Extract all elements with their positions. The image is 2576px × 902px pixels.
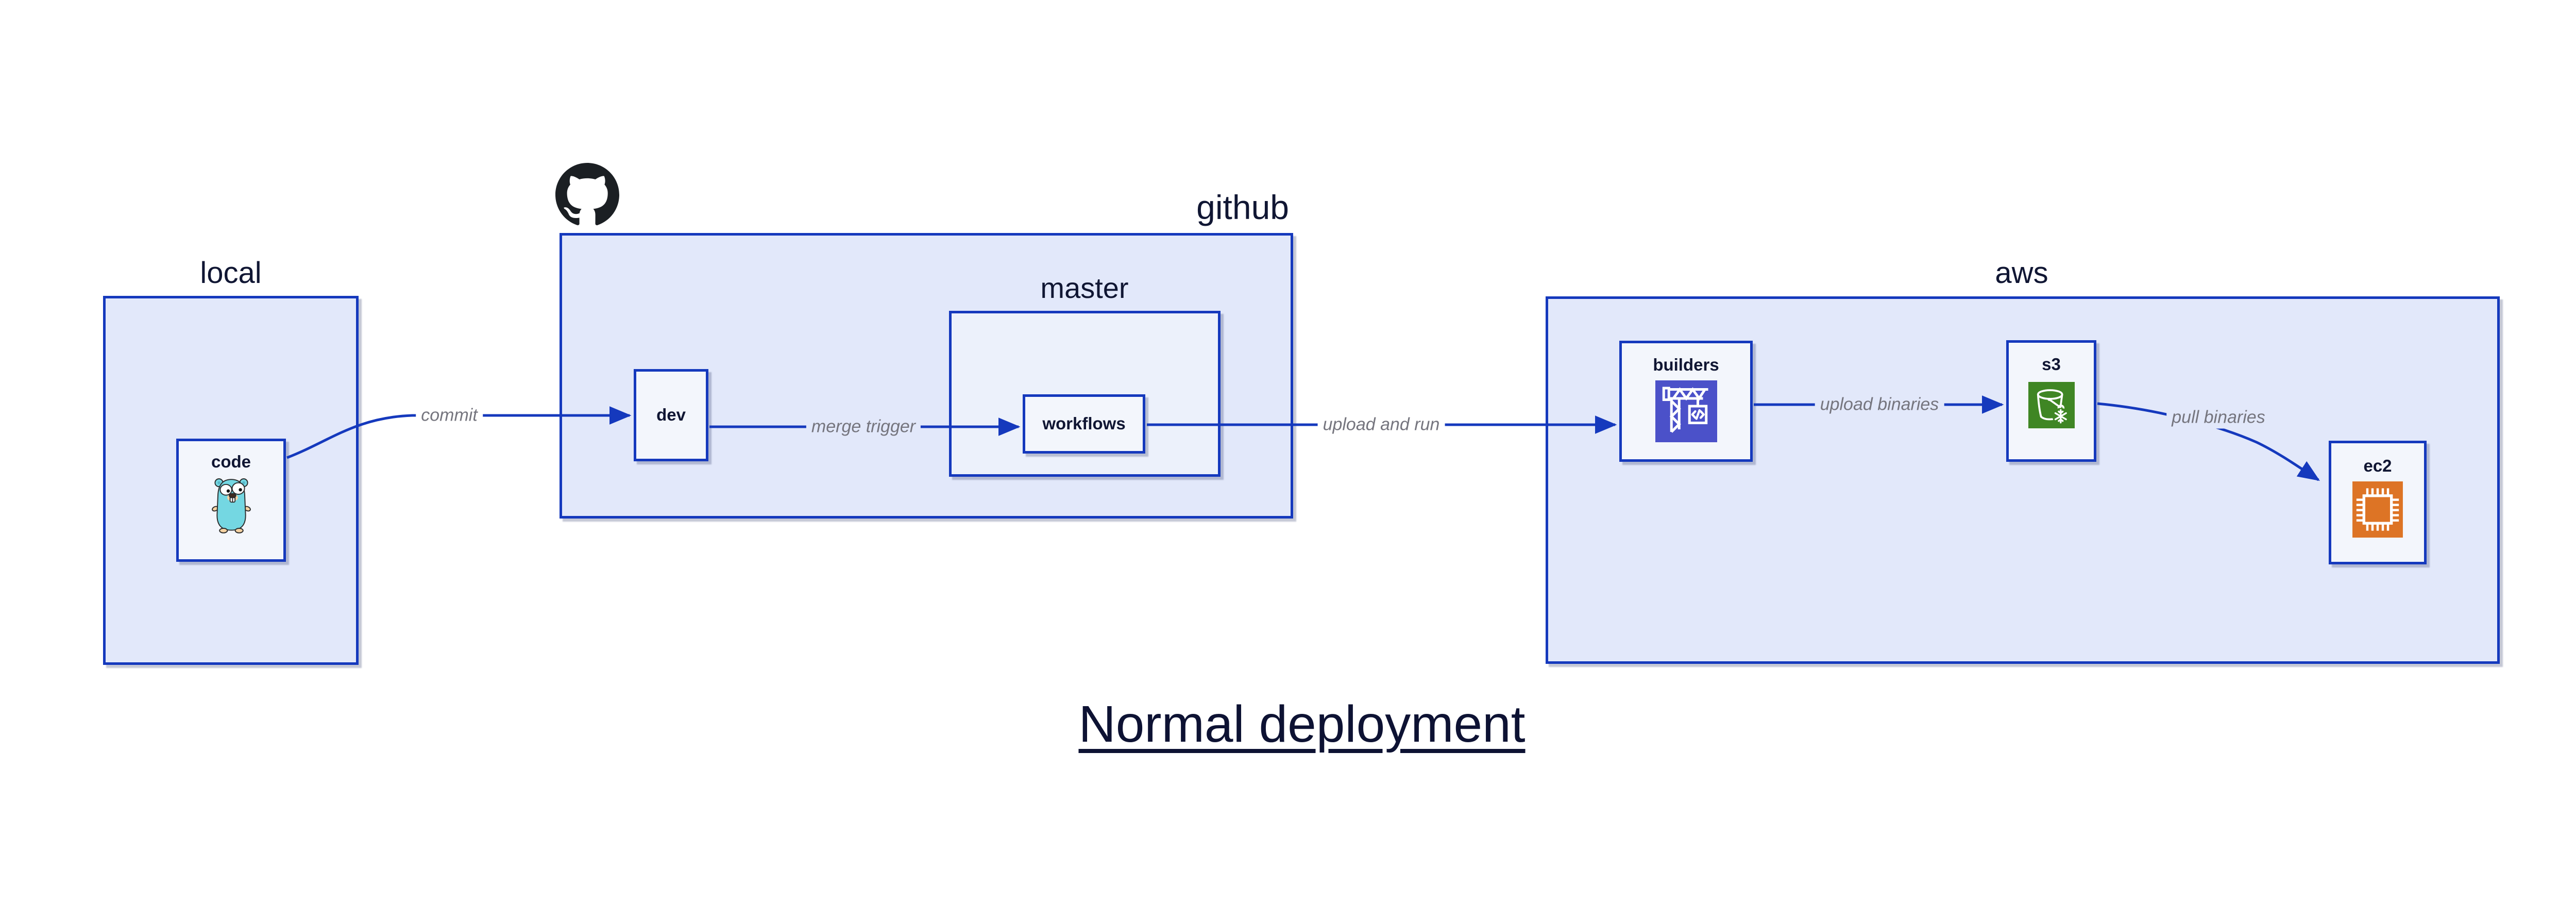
- edge-label-upload-binaries: upload binaries: [1815, 393, 1944, 416]
- aws-s3-glacier-bucket-icon: [2028, 382, 2075, 429]
- node-ec2: ec2: [2329, 441, 2427, 564]
- node-code: code: [176, 439, 286, 562]
- node-label-code: code: [211, 452, 251, 471]
- group-label-master: master: [1040, 272, 1129, 304]
- node-builders: builders: [1619, 341, 1753, 462]
- edge-label-upload-and-run: upload and run: [1317, 413, 1445, 436]
- aws-codebuild-crane-icon: [1655, 380, 1717, 443]
- node-label-ec2: ec2: [2363, 456, 2392, 475]
- edge-label-merge-trigger: merge trigger: [806, 415, 921, 438]
- node-label-builders: builders: [1653, 355, 1719, 374]
- group-label-github: github: [1196, 188, 1289, 226]
- node-dev: dev: [634, 369, 708, 461]
- diagram-title: Normal deployment: [1078, 695, 1526, 753]
- node-s3: s3: [2006, 340, 2096, 462]
- node-workflows: workflows: [1023, 394, 1145, 454]
- node-label-workflows: workflows: [1042, 414, 1126, 433]
- github-octocat-icon: [555, 163, 619, 225]
- edge-label-commit: commit: [416, 404, 483, 427]
- go-gopher-icon: [211, 478, 251, 534]
- edge-label-pull-binaries: pull binaries: [2166, 406, 2270, 429]
- group-master: [949, 311, 1221, 477]
- group-label-aws: aws: [1995, 256, 2048, 290]
- aws-ec2-chip-icon: [2352, 481, 2403, 538]
- node-label-dev: dev: [656, 405, 686, 425]
- group-label-local: local: [200, 256, 262, 290]
- node-label-s3: s3: [2042, 355, 2061, 374]
